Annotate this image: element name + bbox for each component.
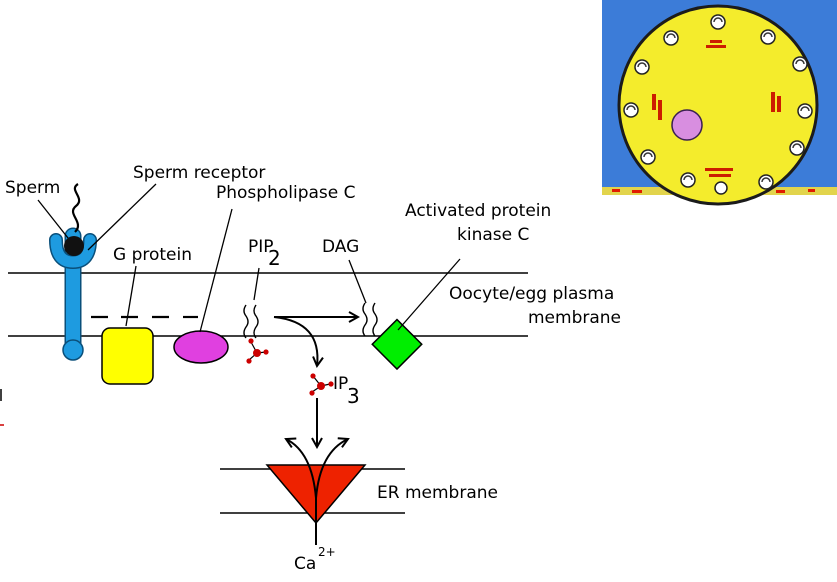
g-protein-label: G protein xyxy=(113,245,192,265)
calcium-superscript: 2+ xyxy=(318,545,336,559)
pkc-shape xyxy=(371,318,423,371)
sperm-receptor-label: Sperm receptor xyxy=(133,163,265,183)
fertilized-egg-inset xyxy=(602,0,837,206)
activated-pkc-label-line2: kinase C xyxy=(457,225,529,245)
g-protein-shape xyxy=(101,327,154,385)
pip2-headgroup-icon xyxy=(246,338,269,364)
pip2-to-ip3-arrow xyxy=(273,316,317,366)
sperm-icon xyxy=(64,183,84,256)
cortical-granules xyxy=(623,14,813,195)
plasma-membrane-label-line2: membrane xyxy=(528,308,621,328)
phospholipase-c-shape xyxy=(173,330,229,364)
sperm-label: Sperm xyxy=(5,178,60,198)
pip2-lipid-icon xyxy=(243,304,259,339)
leader-lines xyxy=(37,183,461,333)
ip3-label: IP xyxy=(333,374,348,394)
ip3-icon xyxy=(309,373,334,396)
spindle-marks xyxy=(652,40,781,177)
pip2-subscript: 2 xyxy=(268,246,281,270)
calcium-release-arrow-left xyxy=(286,439,317,499)
calcium-label: Ca xyxy=(294,554,316,574)
cropped-edge-marks xyxy=(0,389,4,426)
activated-pkc-label-line1: Activated protein xyxy=(405,201,551,221)
calcium-release-arrow-right xyxy=(315,439,348,499)
plasma-membrane-label-line1: Oocyte/egg plasma xyxy=(449,284,614,304)
dag-lipid-icon xyxy=(362,302,378,337)
dag-label: DAG xyxy=(322,237,359,257)
phospholipase-c-label: Phospholipase C xyxy=(216,183,356,203)
plasma-membrane xyxy=(8,272,528,337)
ip3-subscript: 3 xyxy=(347,384,360,408)
granule-marks xyxy=(626,17,810,183)
er-membrane-label: ER membrane xyxy=(377,483,498,503)
pip2-label: PIP xyxy=(248,237,274,257)
